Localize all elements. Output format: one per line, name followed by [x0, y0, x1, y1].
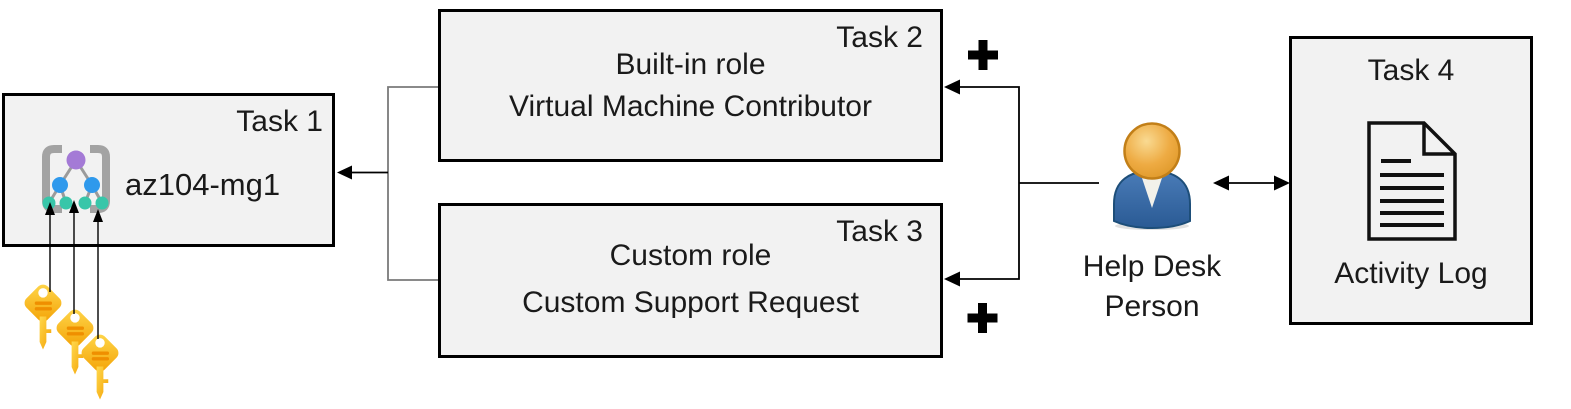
- task3-box: Task 3 Custom role Custom Support Reques…: [438, 203, 943, 358]
- key-icon-2: [53, 306, 97, 375]
- management-group-icon: [42, 145, 110, 213]
- arrow-to-task2: [944, 79, 960, 95]
- arrow-to-task3: [944, 271, 960, 287]
- task2-role-type: Built-in role: [615, 48, 766, 81]
- keys-group: [21, 281, 122, 400]
- task1-box: Task 1 az104-mg1: [2, 93, 335, 247]
- arrow-to-task1: [337, 165, 388, 180]
- task2-role-name: Virtual Machine Contributor: [509, 90, 872, 123]
- task2-box: Task 2 Built-in role Virtual Machine Con…: [438, 9, 943, 162]
- task2-tag: Task 2: [836, 21, 923, 54]
- bracket-left: [387, 86, 438, 281]
- person-icon: [1113, 122, 1191, 230]
- task3-role-type: Custom role: [609, 239, 772, 272]
- key-icon-3: [78, 331, 122, 400]
- task1-tag: Task 1: [236, 105, 323, 138]
- plus-icon-bottom: [967, 303, 998, 333]
- task4-box: Task 4 Activity Log: [1289, 36, 1533, 325]
- person-label-line2: Person: [1104, 290, 1200, 323]
- task4-tag: Task 4: [1367, 54, 1455, 87]
- activity-log-document-icon: [1367, 121, 1457, 241]
- person-label: Help Desk Person: [1083, 247, 1221, 327]
- plus-icon-top: [968, 40, 998, 70]
- task3-role-name: Custom Support Request: [522, 286, 859, 319]
- help-desk-person: Help Desk Person: [1057, 120, 1247, 327]
- person-label-line1: Help Desk: [1082, 250, 1222, 283]
- key-icon-1: [21, 281, 65, 350]
- task4-caption: Activity Log: [1334, 257, 1488, 290]
- task3-tag: Task 3: [836, 215, 923, 248]
- management-group-name: az104-mg1: [125, 167, 281, 202]
